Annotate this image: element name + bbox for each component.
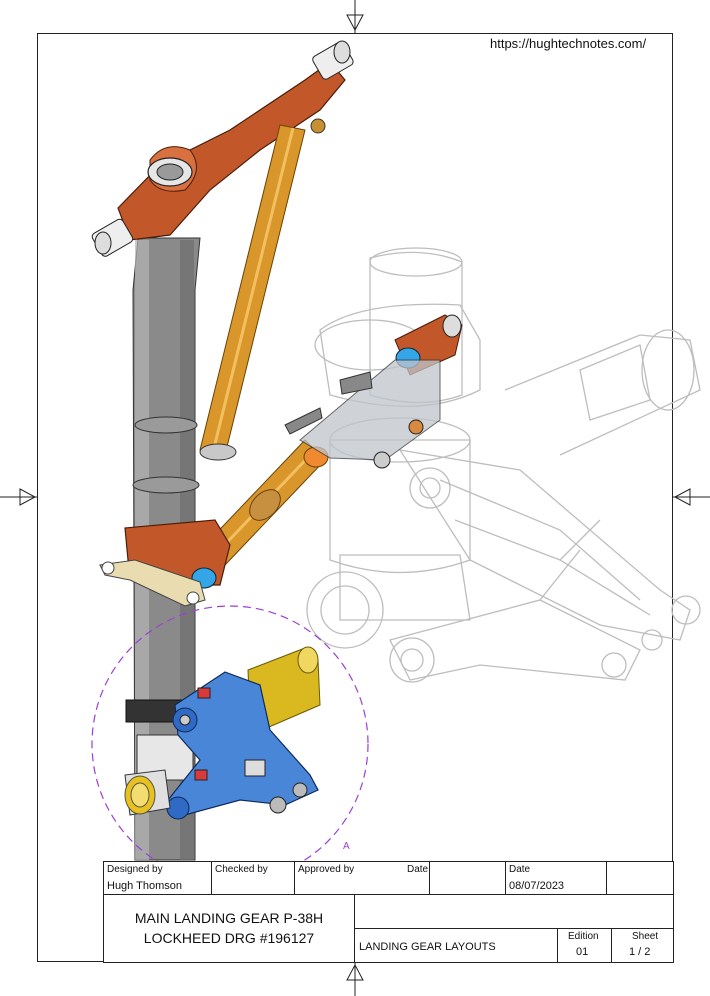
cell-blank-top — [606, 861, 674, 895]
title-line-2: LOCKHEED DRG #196127 — [143, 930, 315, 946]
cell-designed-by: Designed by Hugh Thomson — [103, 861, 212, 895]
title-block: Designed by Hugh Thomson Checked by Appr… — [103, 861, 674, 963]
sheet-label: Sheet — [632, 931, 659, 942]
designed-by-label: Designed by — [107, 864, 163, 875]
wheel-hub — [124, 769, 171, 816]
cell-sheet: Sheet 1 / 2 — [611, 928, 674, 963]
approved-by-label: Approved by — [298, 864, 355, 875]
cell-main-title: MAIN LANDING GEAR P-38H LOCKHEED DRG #19… — [103, 894, 355, 963]
detail-label: A — [343, 841, 350, 852]
cell-approved-extra — [429, 861, 506, 895]
cell-subtitle: LANDING GEAR LAYOUTS — [354, 928, 558, 963]
designed-by-value: Hugh Thomson — [107, 880, 183, 892]
lower-collar — [99, 519, 231, 607]
approved-date-label: Date — [407, 864, 429, 875]
cell-blank-mid — [354, 894, 674, 929]
edition-value: 01 — [576, 946, 589, 958]
date-label: Date — [509, 864, 531, 875]
edition-label: Edition — [568, 931, 599, 942]
website-url[interactable]: https://hughtechnotes.com/ — [490, 36, 647, 51]
detail-circle — [91, 605, 369, 883]
date-value: 08/07/2023 — [509, 880, 565, 892]
checked-by-label: Checked by — [215, 864, 268, 875]
sheet-value: 1 / 2 — [629, 946, 651, 958]
cell-approved-by: Approved by Date — [294, 861, 430, 895]
upper-trunnion-arm — [91, 40, 354, 257]
ghost-assembly — [306, 247, 701, 683]
cell-date: Date 08/07/2023 — [505, 861, 607, 895]
retraction-bracket — [284, 314, 463, 469]
cell-checked-by: Checked by — [211, 861, 295, 895]
title-line-1: MAIN LANDING GEAR P-38H — [134, 910, 324, 926]
cell-edition: Edition 01 — [557, 928, 612, 963]
upper-brace-rod — [199, 124, 306, 461]
subtitle: LANDING GEAR LAYOUTS — [359, 941, 496, 953]
lower-fork — [166, 671, 319, 820]
